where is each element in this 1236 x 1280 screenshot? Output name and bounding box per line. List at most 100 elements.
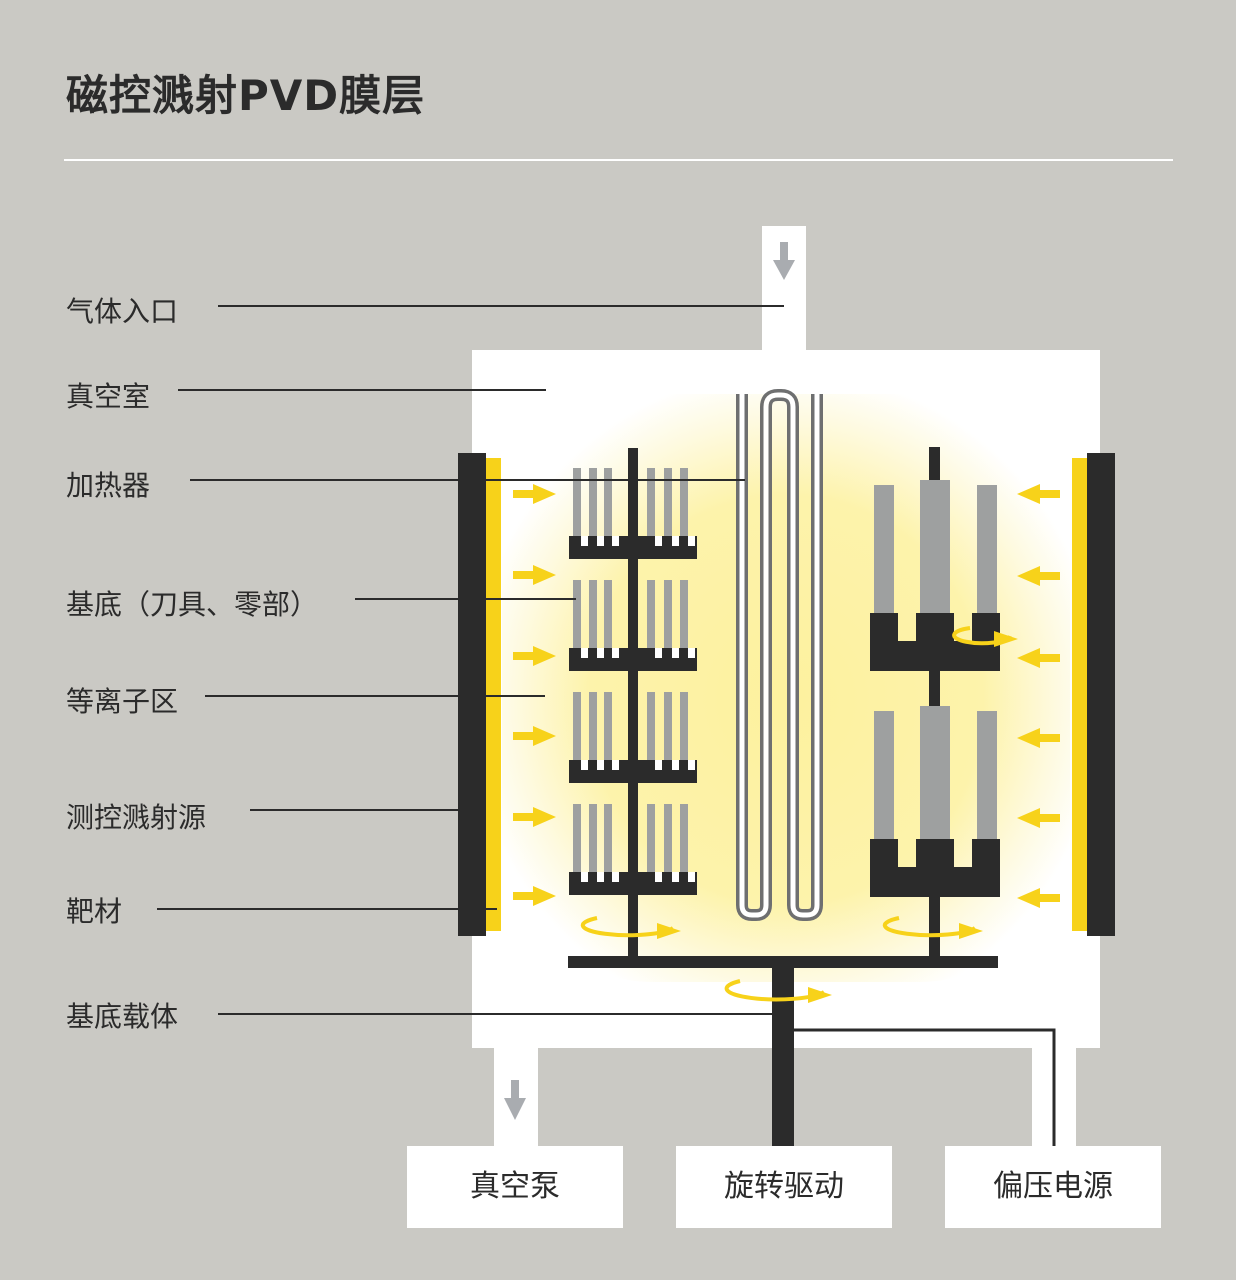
holder-notch: [612, 760, 619, 770]
holder-notch: [672, 872, 679, 882]
substrate-tool: [680, 804, 688, 876]
holder-notch: [688, 760, 695, 770]
substrate-tool: [604, 468, 612, 540]
left-substrate-tree: [569, 448, 697, 960]
right-tree-top-shaft: [929, 447, 940, 487]
holder-notch: [655, 872, 662, 882]
sputter-arrow-icon: [513, 886, 556, 906]
vacuum-pump-arrow-icon: [504, 1080, 526, 1120]
substrate-tool: [589, 692, 597, 764]
substrate-part: [920, 706, 950, 839]
label-vacuum-chamber: 真空室: [66, 380, 151, 413]
label-plasma-zone: 等离子区: [66, 685, 179, 718]
sputter-arrow-icon: [1017, 648, 1060, 668]
bias-supply-box: [945, 1146, 1161, 1228]
right-target-backing: [1087, 453, 1115, 936]
substrate-tool: [647, 692, 655, 764]
sputter-arrow-icon: [1017, 728, 1060, 748]
substrate-tool: [680, 468, 688, 540]
holder-notch: [655, 536, 662, 546]
holder-notch: [612, 536, 619, 546]
holder-notch: [597, 760, 604, 770]
left-target: [486, 458, 501, 931]
substrate-tool: [664, 804, 672, 876]
heater-coil-highlight: [739, 392, 820, 918]
rotation-arrow-icon: [724, 979, 832, 1003]
vacuum-pump-box: [407, 1146, 623, 1228]
sputter-arrow-icon: [513, 726, 556, 746]
holder-notch: [581, 760, 588, 770]
holder-notch: [581, 648, 588, 658]
holder-notch: [612, 648, 619, 658]
holder-notch: [581, 872, 588, 882]
substrate-tool: [604, 804, 612, 876]
label-gas-inlet: 气体入口: [66, 295, 179, 328]
substrate-tool: [573, 468, 581, 540]
substrate-part: [874, 485, 894, 613]
rotary-drive-box: [676, 1146, 892, 1228]
sputter-arrow-icon: [1017, 484, 1060, 504]
holder-notch: [597, 536, 604, 546]
substrate-tool: [573, 692, 581, 764]
right-target: [1072, 458, 1087, 931]
substrate-tool: [589, 804, 597, 876]
sputter-arrow-icon: [1017, 888, 1060, 908]
sputter-arrow-icon: [1017, 808, 1060, 828]
holder-notch: [612, 872, 619, 882]
substrate-tool: [664, 692, 672, 764]
label-heater: 加热器: [66, 469, 151, 502]
holder-notch: [672, 648, 679, 658]
left-tree-shaft: [628, 448, 638, 960]
gas-inlet-arrow-icon: [773, 242, 795, 280]
label-target: 靶材: [66, 895, 123, 928]
holder-notch: [597, 648, 604, 658]
holder-notch: [655, 648, 662, 658]
rotary-drive-label: 旋转驱动: [724, 1169, 844, 1204]
label-substrate-carrier: 基底载体: [66, 1000, 179, 1033]
label-substrate: 基底（刀具、零部）: [66, 588, 319, 621]
holder-notch: [672, 536, 679, 546]
right-tree-mid-shaft: [929, 664, 940, 708]
bias-supply-label: 偏压电源: [993, 1169, 1113, 1204]
holder-notch: [688, 536, 695, 546]
substrate-part: [977, 485, 997, 613]
vacuum-pump-label: 真空泵: [470, 1169, 560, 1204]
page-title: 磁控溅射PVD膜层: [66, 71, 426, 120]
substrate-tool: [604, 580, 612, 652]
label-magnetron-source: 测控溅射源: [66, 801, 207, 834]
substrate-tool: [647, 468, 655, 540]
left-target-backing: [458, 453, 486, 936]
substrate-tool: [589, 468, 597, 540]
sputter-arrow-icon: [513, 646, 556, 666]
substrate-tool: [680, 692, 688, 764]
substrate-tool: [573, 804, 581, 876]
sputter-arrow-icon: [1017, 566, 1060, 586]
right-tree-bottom-shaft: [929, 888, 940, 960]
substrate-tool: [604, 692, 612, 764]
holder-notch: [688, 872, 695, 882]
substrate-part: [874, 711, 894, 839]
sputter-arrow-icon: [513, 565, 556, 585]
substrate-tool: [589, 580, 597, 652]
rotation-arrow-icon: [952, 626, 1018, 647]
substrate-part: [920, 480, 950, 613]
right-substrate-tree: [870, 447, 1000, 960]
part-holder: [870, 613, 1000, 671]
bias-cable: [790, 1028, 1056, 1146]
substrate-tool: [647, 580, 655, 652]
carrier-shaft: [772, 962, 794, 1150]
sputter-arrow-icon: [513, 807, 556, 827]
substrate-tool: [647, 804, 655, 876]
rotation-arrow-icon: [882, 916, 983, 939]
sputter-arrow-icon: [513, 484, 556, 504]
substrate-tool: [680, 580, 688, 652]
part-holder: [870, 839, 1000, 897]
holder-notch: [672, 760, 679, 770]
substrate-part: [977, 711, 997, 839]
holder-notch: [597, 872, 604, 882]
holder-notch: [655, 760, 662, 770]
substrate-tool: [664, 468, 672, 540]
substrate-tool: [573, 580, 581, 652]
